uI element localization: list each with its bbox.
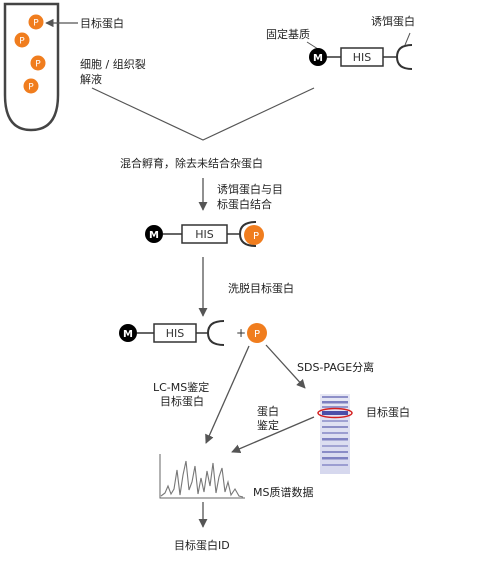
label-lcms: LC-MS鉴定 [153, 380, 209, 394]
label-identify: 蛋白 [257, 404, 279, 418]
plus-sign: + [236, 326, 246, 340]
label-cell-lysate-2: 解液 [80, 72, 102, 86]
svg-text:P: P [19, 37, 25, 47]
svg-text:M: M [123, 329, 133, 340]
gel-lane [317, 394, 353, 474]
label-elute-target: 洗脱目标蛋白 [228, 281, 294, 295]
label-bait-binding-2: 标蛋白结合 [217, 197, 272, 211]
arrow-to-lcms [205, 345, 250, 444]
label-target-protein: 目标蛋白 [80, 16, 124, 30]
arrow-to-sds [265, 344, 306, 389]
svg-text:M: M [149, 230, 159, 241]
matrix-bead [309, 48, 327, 66]
bait-protein-shape [238, 221, 257, 247]
svg-text:HIS: HIS [195, 228, 214, 241]
svg-text:P: P [253, 231, 259, 242]
label-final-id: 目标蛋白ID [174, 538, 230, 552]
svg-text:HIS: HIS [166, 327, 185, 340]
matrix-bead [119, 324, 137, 342]
bait-complex-top: M HIS [309, 32, 413, 70]
pointer-matrix [306, 41, 319, 50]
label-fixed-matrix: 固定基质 [266, 27, 310, 41]
protein-icon: P [14, 32, 30, 48]
merge-lines [91, 87, 315, 141]
ms-spectrum [159, 454, 245, 499]
svg-text:P: P [28, 83, 34, 93]
arrow-identify [231, 416, 315, 453]
bound-complex: M HIS P [145, 221, 264, 247]
target-band [322, 411, 348, 415]
label-lcms-2: 目标蛋白 [160, 394, 204, 408]
label-gel-target: 目标蛋白 [366, 405, 410, 419]
svg-text:HIS: HIS [353, 51, 372, 64]
svg-text:M: M [313, 53, 323, 64]
protein-icon: P [28, 14, 44, 30]
protein-icon: P [23, 78, 39, 94]
label-bait-protein: 诱饵蛋白 [371, 14, 415, 28]
svg-text:P: P [35, 60, 41, 70]
bait-protein-shape [206, 320, 225, 346]
eluted-complex: M HIS [119, 320, 225, 346]
protein-icon: P [30, 55, 46, 71]
protein-icon: P [247, 323, 267, 343]
label-sds-page: SDS-PAGE分离 [297, 360, 374, 374]
label-identify-2: 鉴定 [257, 418, 279, 432]
label-mix-incubate: 混合孵育，除去未结合杂蛋白 [120, 156, 263, 170]
label-cell-lysate: 细胞 / 组织裂 [80, 57, 146, 71]
label-ms-data: MS质谱数据 [253, 485, 313, 499]
matrix-bead [145, 225, 163, 243]
svg-text:P: P [254, 329, 260, 340]
bait-protein-shape [395, 44, 413, 70]
protein-icon [244, 225, 264, 245]
highlight-ring [317, 407, 353, 419]
label-bait-binding: 诱饵蛋白与目 [217, 182, 283, 196]
svg-text:P: P [33, 19, 39, 29]
